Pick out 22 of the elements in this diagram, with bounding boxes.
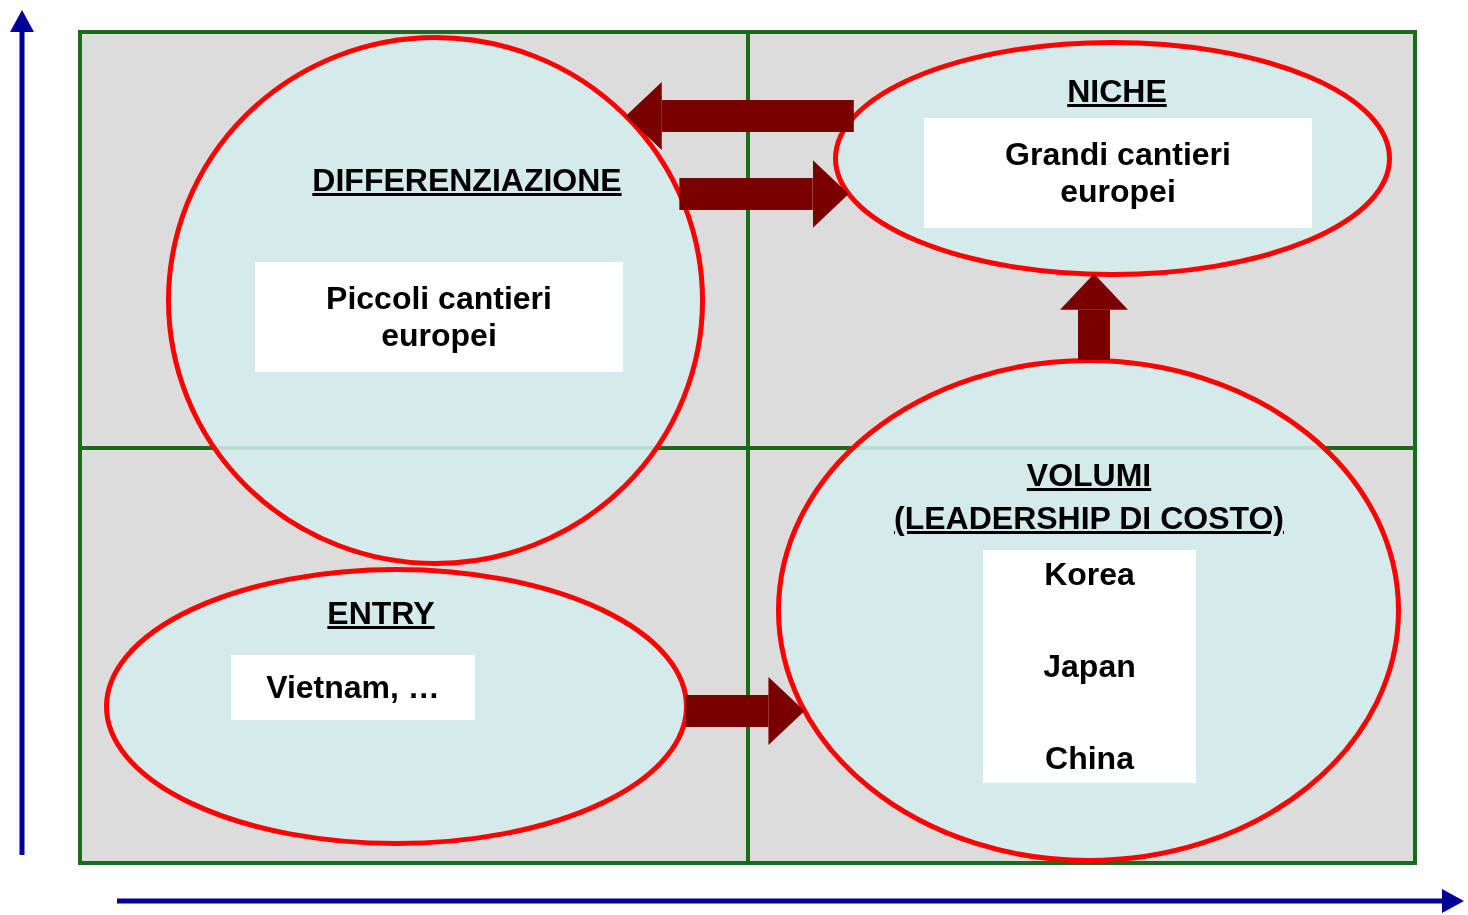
block-arrow (1060, 273, 1128, 361)
ellipse-heading: (LEADERSHIP DI COSTO) (894, 500, 1284, 536)
text-box (924, 118, 1312, 228)
strategy-ellipse (103, 566, 689, 846)
strategy-ellipse (165, 34, 705, 566)
ellipse-heading: VOLUMI (1026, 457, 1152, 493)
block-arrow (685, 677, 805, 745)
box-text: China (1045, 740, 1134, 777)
box-text: Grandi cantieri europei (1004, 136, 1232, 210)
strategy-ellipse (832, 39, 1392, 277)
block-arrow (625, 82, 854, 150)
box-text: Japan (1043, 648, 1136, 685)
ellipse-heading: DIFFERENZIAZIONE (312, 162, 622, 198)
text-box (255, 262, 623, 372)
box-text: Korea (1044, 556, 1135, 593)
strategy-ellipse (775, 357, 1401, 863)
box-text: Piccoli cantieri europei (325, 280, 553, 354)
ellipse-heading: NICHE (1067, 73, 1167, 109)
ellipse-heading: ENTRY (327, 595, 435, 631)
text-box (231, 655, 475, 720)
box-text: Vietnam, … (266, 669, 440, 706)
text-box (983, 550, 1196, 783)
